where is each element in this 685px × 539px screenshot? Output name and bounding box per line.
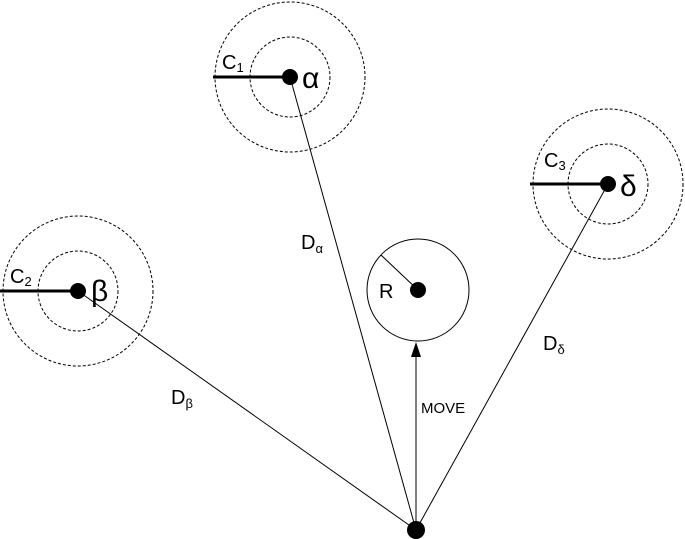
target-delta: δ C3 — [530, 108, 684, 260]
target-beta: β C2 — [0, 215, 154, 367]
alpha-c-label: C1 — [222, 52, 244, 75]
move-arrowhead — [411, 342, 421, 357]
move-arrow: MOVE — [411, 342, 465, 530]
robot-circle — [366, 238, 470, 342]
d-delta-label: Dδ — [543, 333, 565, 357]
d-delta-line — [415, 183, 609, 531]
alpha-symbol: α — [302, 62, 319, 95]
d-beta-label: Dβ — [171, 387, 193, 411]
d-alpha-line — [289, 76, 417, 531]
beta-symbol: β — [91, 275, 108, 308]
robot-label: R — [379, 281, 393, 303]
move-label: MOVE — [421, 400, 465, 417]
d-alpha-label: Dα — [301, 232, 323, 256]
delta-symbol: δ — [620, 170, 637, 203]
target-alpha: α C1 — [213, 1, 366, 153]
delta-c-label: C3 — [544, 150, 566, 173]
origin-dot — [407, 521, 425, 539]
robot: R — [366, 238, 470, 342]
d-beta-line — [77, 290, 417, 531]
robot-dot — [410, 282, 426, 298]
beta-c-label: C2 — [10, 266, 32, 289]
distance-lines — [77, 76, 609, 531]
robot-radius-line — [380, 254, 419, 291]
